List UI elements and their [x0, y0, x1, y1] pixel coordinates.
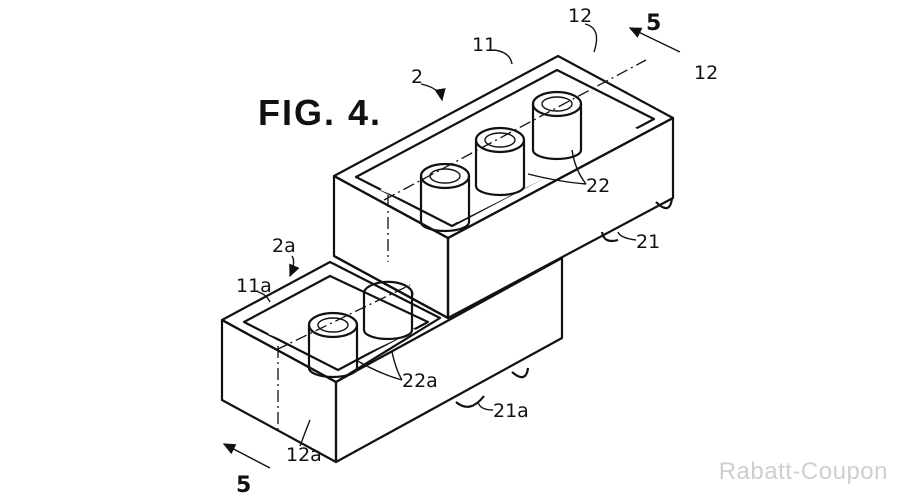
upper-brick — [332, 54, 675, 320]
ref-label-section-top: 5 — [646, 11, 661, 36]
lower-stud-2 — [511, 367, 530, 379]
lower-stud-1 — [455, 395, 485, 408]
ref-label-section-bottom: 5 — [236, 473, 251, 498]
upper-brick-top-rim — [332, 54, 675, 240]
lower-brick-top-rim — [220, 260, 442, 384]
ref-label-wall-lower: 11a — [236, 275, 272, 297]
upper-brick-cavity-floor — [380, 96, 640, 222]
ref-label-studs-upper: 21 — [636, 231, 660, 253]
ref-label-studs-lower: 21a — [493, 400, 529, 422]
ref-label-edge-top: 12 — [568, 5, 592, 27]
upper-tube-1 — [419, 162, 471, 233]
ref-label-wall-upper: 11 — [472, 34, 496, 56]
ref-label-brick-upper: 2 — [411, 66, 423, 88]
ref-label-edge-lower: 12a — [286, 444, 322, 466]
watermark: Rabatt-Coupon — [718, 458, 888, 485]
lower-tube-1 — [307, 311, 359, 379]
ref-label-edge-right: 12 — [694, 62, 718, 84]
upper-stud-1 — [600, 231, 619, 243]
upper-tube-2 — [474, 126, 526, 197]
upper-tube-3 — [531, 90, 583, 161]
lower-brick — [220, 238, 564, 464]
ref-label-tubes-lower: 22a — [402, 370, 438, 392]
lower-brick-cavity — [242, 274, 430, 372]
lower-tube-2 — [362, 280, 414, 341]
figure-title: FIG. 4. — [258, 92, 382, 133]
reference-labels: 2 11 12 5 12 22 21 2a 11a 22a 21a 12a — [222, 5, 718, 498]
ref-label-tubes-upper: 22 — [586, 175, 610, 197]
upper-stud-2 — [655, 197, 674, 210]
ref-label-brick-lower: 2a — [272, 235, 296, 257]
